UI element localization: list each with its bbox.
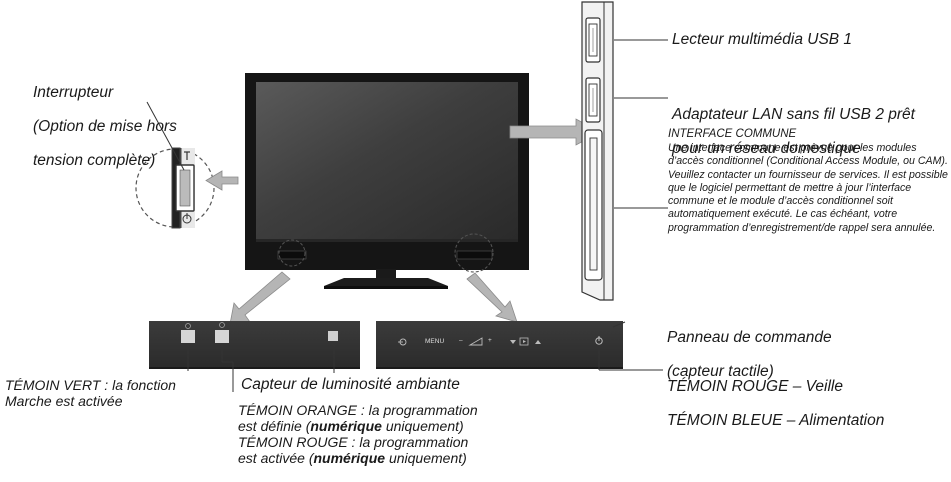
label-orange-red-led: TÉMOIN ORANGE : la programmation est déf… <box>238 402 478 466</box>
channel-down-icon <box>510 340 516 344</box>
side-connector-panel <box>581 1 614 301</box>
front-panel-right <box>376 321 623 369</box>
channel-up-icon <box>535 340 541 344</box>
front-panel-left <box>149 321 360 369</box>
label-green-led: TÉMOIN VERT : la fonction Marche est act… <box>5 377 176 409</box>
ci-title: INTERFACE COMMUNE <box>668 128 797 140</box>
volume-plus-label: + <box>488 337 492 344</box>
switch-zoom <box>135 147 215 229</box>
label-standby-power: TÉMOIN ROUGE – Veille TÉMOIN BLEUE – Ali… <box>667 378 885 429</box>
label-light-sensor: Capteur de luminosité ambiante <box>241 376 460 393</box>
menu-button-label: MENU <box>425 338 445 345</box>
power-icon <box>182 213 192 224</box>
arrows <box>205 118 601 325</box>
volume-minus-label: – <box>459 337 463 344</box>
source-input-icon <box>398 338 407 346</box>
power-icon <box>595 336 603 345</box>
label-interrupteur: Interrupteur (Option de mise hors tensio… <box>33 84 177 169</box>
tv-illustration <box>245 73 529 289</box>
volume-icon <box>468 337 483 346</box>
label-usb2: Adaptateur LAN sans fil USB 2 prêt pour … <box>672 106 915 157</box>
label-control-panel: Panneau de commande (capteur tactile) <box>667 329 832 380</box>
label-usb1: Lecteur multimédia USB 1 <box>672 31 853 48</box>
ci-description: Une interface commune est prévue pour le… <box>668 142 948 234</box>
